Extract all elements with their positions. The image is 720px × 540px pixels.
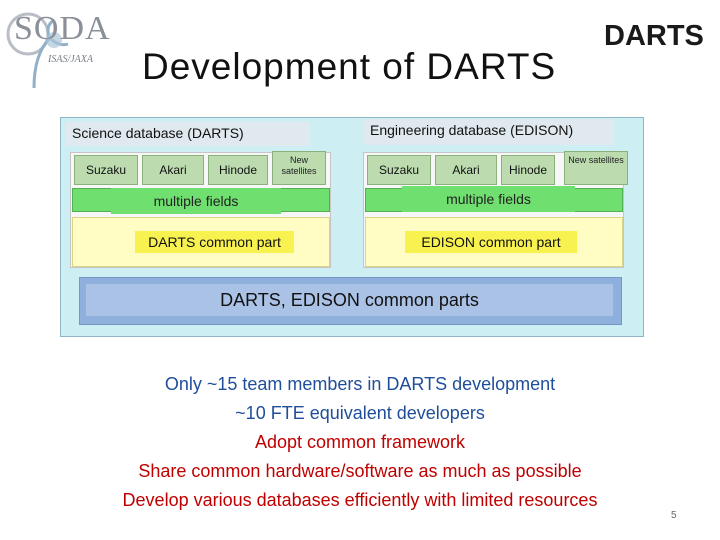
darts-common-label: DARTS common part	[135, 231, 294, 253]
science-new-satellites: New satellites	[272, 151, 326, 185]
engineering-satellite-hinode: Hinode	[501, 155, 555, 185]
shared-common-inner	[86, 284, 613, 316]
soda-logo-text: SODA	[14, 10, 111, 47]
science-satellite-suzaku: Suzaku	[74, 155, 138, 185]
science-satellite-hinode: Hinode	[208, 155, 268, 185]
note-fte: ~10 FTE equivalent developers	[235, 403, 485, 423]
soda-logo: SODA ISAS/JAXA	[4, 4, 111, 88]
engineering-new-satellites: New satellites	[564, 151, 628, 185]
science-satellite-akari: Akari	[142, 155, 204, 185]
darts-logo: DARTS	[604, 20, 704, 52]
notes-list: Only ~15 team members in DARTS developme…	[40, 370, 680, 515]
engineering-satellite-suzaku: Suzaku	[367, 155, 431, 185]
shared-common-label: DARTS, EDISON common parts	[220, 290, 479, 310]
edison-common-label: EDISON common part	[405, 231, 577, 253]
note-share-hardware: Share common hardware/software as much a…	[138, 461, 582, 481]
page-title: Development of DARTS	[142, 46, 557, 87]
note-efficiency: Develop various databases efficiently wi…	[122, 490, 598, 510]
science-database-label: Science database (DARTS)	[66, 122, 310, 146]
soda-emblem-icon	[6, 12, 69, 88]
engineering-fields-label: multiple fields	[402, 186, 575, 212]
note-team-members: Only ~15 team members in DARTS developme…	[164, 374, 556, 394]
science-fields-label: multiple fields	[111, 188, 281, 214]
soda-logo-subtext: ISAS/JAXA	[48, 54, 93, 65]
engineering-database-label: Engineering database (EDISON)	[364, 119, 614, 145]
note-framework: Adopt common framework	[254, 432, 466, 452]
engineering-satellite-akari: Akari	[435, 155, 497, 185]
page-number: 5	[671, 510, 677, 521]
